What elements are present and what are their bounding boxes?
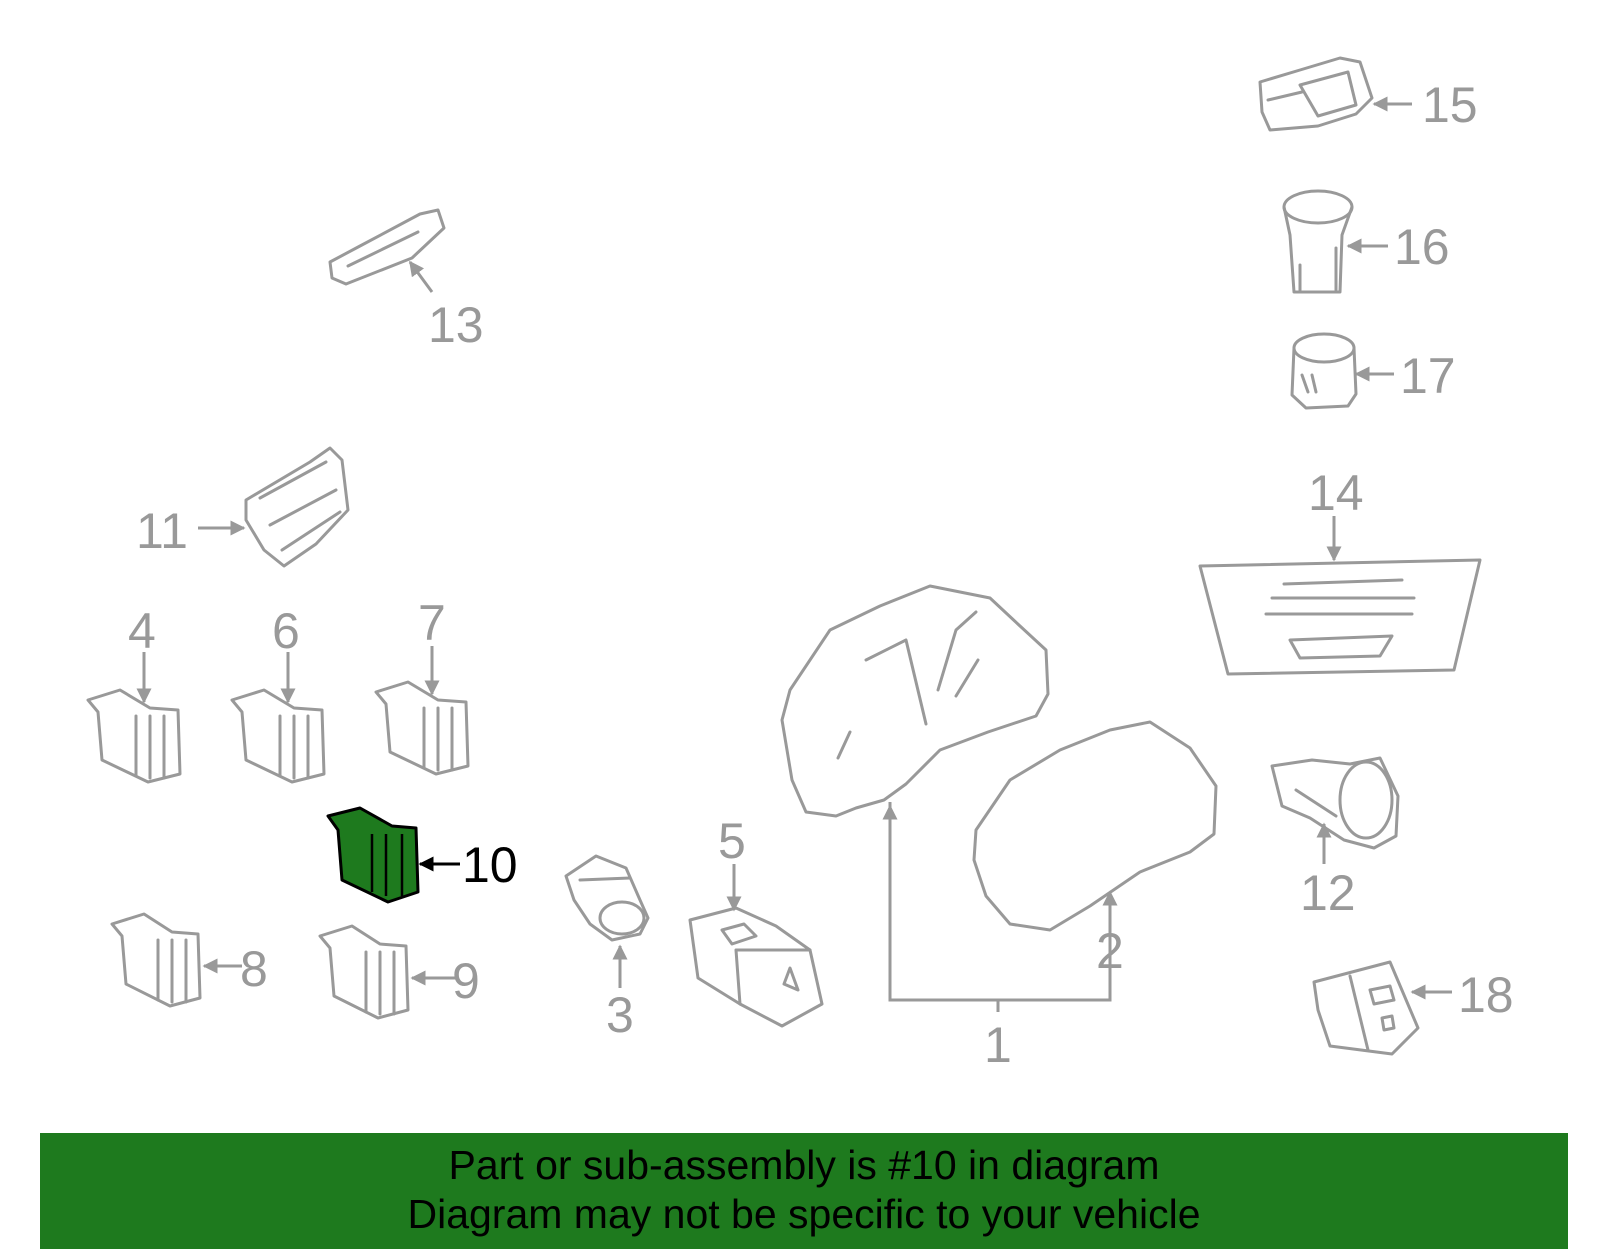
callout-14: 14 (1308, 465, 1364, 521)
leader-13 (408, 260, 434, 293)
leader-1 (888, 802, 1112, 1002)
part-4-switch (86, 688, 182, 784)
info-banner: Part or sub-assembly is #10 in diagram D… (40, 1133, 1568, 1249)
part-5-hazard-switch (688, 906, 824, 1028)
callout-7: 7 (418, 595, 446, 651)
callout-13: 13 (428, 297, 484, 353)
callout-18: 18 (1458, 967, 1514, 1023)
callout-3: 3 (606, 987, 634, 1043)
part-1-instrument-cluster (780, 584, 1050, 818)
callout-17: 17 (1400, 348, 1456, 404)
part-6-switch (230, 688, 326, 784)
callout-4: 4 (128, 603, 156, 659)
part-7-switch (374, 680, 470, 776)
part-13-sensor (328, 208, 446, 286)
part-12-knob-switch (1270, 756, 1400, 850)
callout-8: 8 (240, 941, 268, 997)
callout-16: 16 (1394, 219, 1450, 275)
part-16-knob (1282, 189, 1354, 294)
part-18-switch (1312, 960, 1420, 1056)
callout-2: 2 (1096, 923, 1124, 979)
callout-12: 12 (1300, 865, 1356, 921)
part-15-switch (1258, 56, 1374, 132)
part-10-switch-highlighted (326, 806, 420, 904)
part-8-switch (110, 912, 202, 1008)
part-11-switch-block (244, 446, 350, 568)
part-3-knob-switch (564, 854, 650, 942)
banner-line-2: Diagram may not be specific to your vehi… (407, 1191, 1201, 1237)
callout-1: 1 (984, 1017, 1012, 1073)
callout-11: 11 (136, 503, 188, 559)
part-17-knob (1290, 332, 1358, 410)
callout-5: 5 (718, 813, 746, 869)
part-2-cluster-lens (972, 720, 1218, 932)
part-14-control-panel (1198, 558, 1482, 676)
callout-6: 6 (272, 603, 300, 659)
part-9-switch (318, 924, 410, 1020)
callout-10: 10 (462, 837, 518, 893)
banner-line-1: Part or sub-assembly is #10 in diagram (448, 1142, 1160, 1188)
callout-9: 9 (452, 953, 480, 1009)
parts-diagram: 15 16 17 13 11 14 4 (86, 56, 1514, 1073)
callout-15: 15 (1422, 77, 1478, 133)
